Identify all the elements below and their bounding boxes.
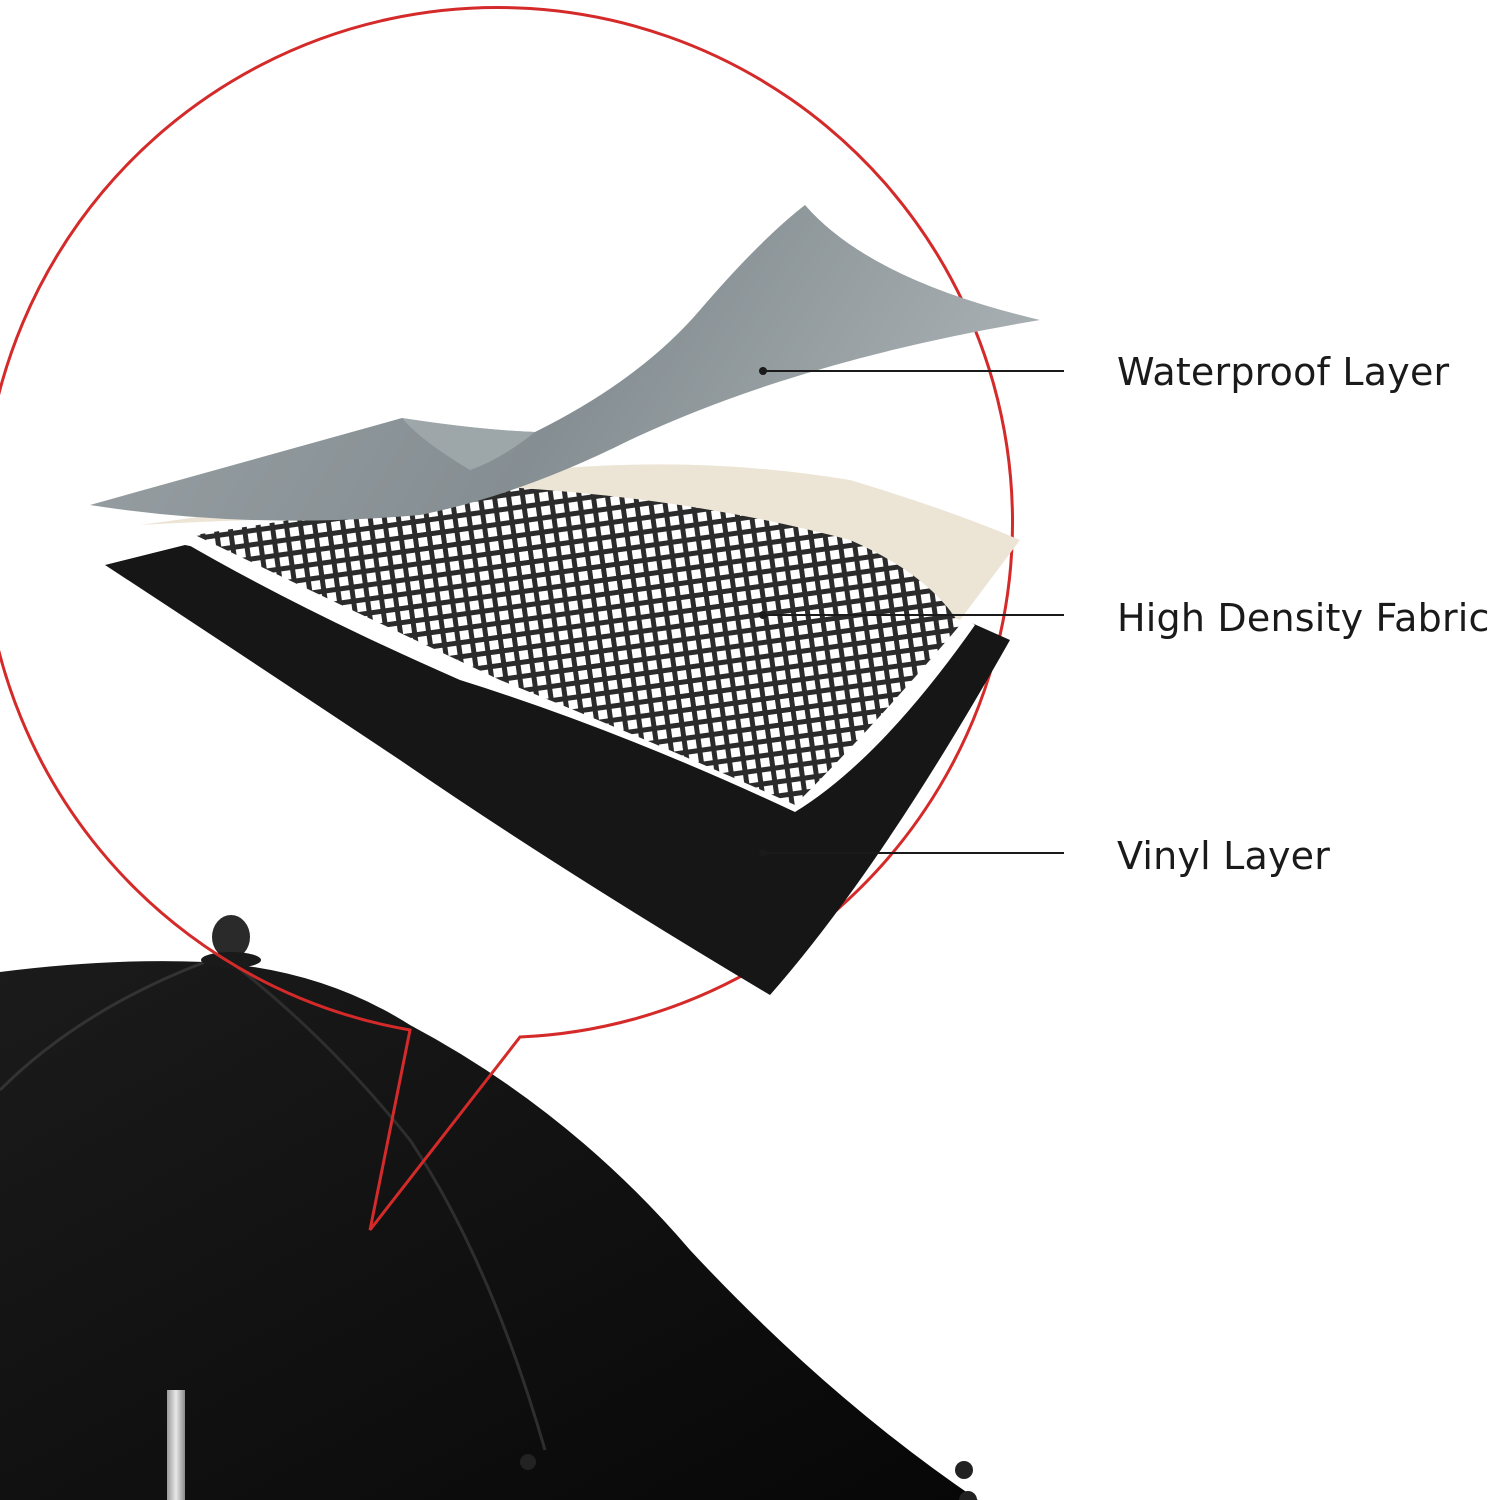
leader-vinyl	[759, 849, 1064, 857]
waterproof-layer-label: Waterproof Layer	[1117, 350, 1450, 394]
umbrella-icon	[0, 915, 978, 1500]
vinyl-layer-sheet	[105, 545, 1010, 995]
umbrella-rib	[235, 964, 547, 1451]
high-density-fabric-sheet	[195, 488, 960, 805]
umbrella-finial	[212, 915, 250, 959]
umbrella-canopy	[0, 961, 978, 1500]
high-density-fabric-label: High Density Fabric	[1117, 596, 1490, 640]
umbrella-rib	[0, 960, 206, 1092]
vinyl-layer-label: Vinyl Layer	[1117, 834, 1331, 878]
waterproof-layer-sheet	[90, 205, 1040, 521]
umbrella-rib-tip	[520, 1454, 536, 1470]
umbrella-rib-tip	[959, 1491, 977, 1500]
umbrella-pole	[167, 1390, 185, 1500]
umbrella-rib-tip	[955, 1461, 973, 1479]
leader-waterproof	[759, 367, 1064, 375]
leader-fabric	[759, 611, 1064, 619]
callout-outline	[0, 6, 1015, 1231]
